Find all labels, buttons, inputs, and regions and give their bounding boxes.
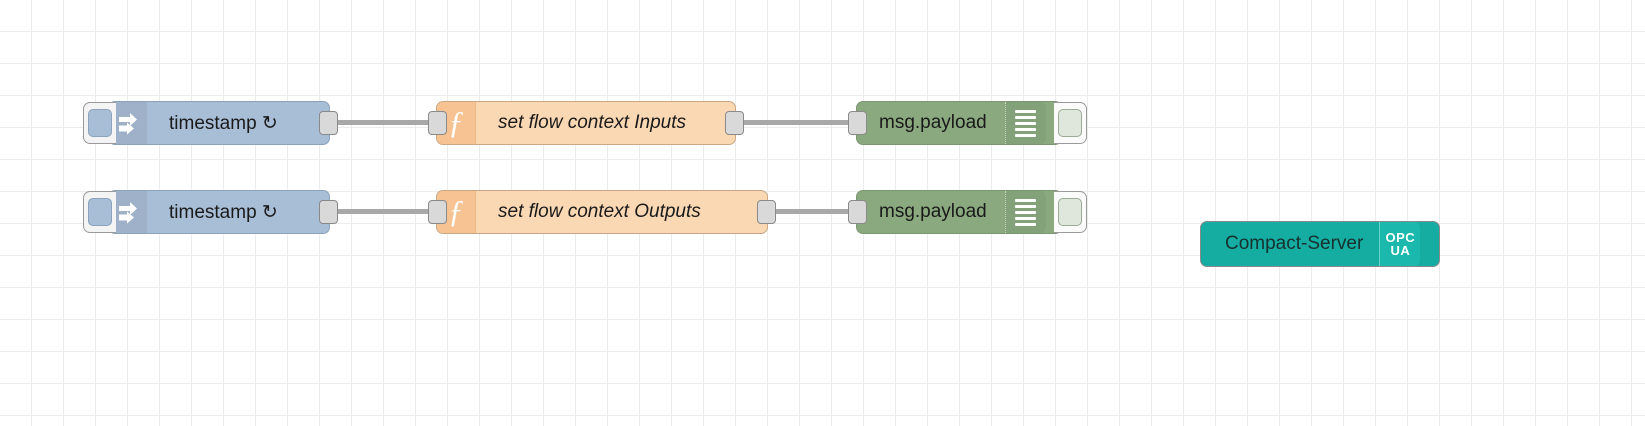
inject-output-port[interactable]	[319, 200, 338, 224]
function-output-port[interactable]	[757, 200, 776, 224]
wire-inject-to-function-inputs[interactable]	[325, 120, 441, 125]
debug-toggle-indicator	[1058, 198, 1082, 226]
debug-enable-toggle-button[interactable]	[1054, 191, 1087, 233]
debug-enable-toggle-button[interactable]	[1054, 102, 1087, 144]
debug-lines-icon	[1004, 191, 1046, 233]
node-function-set-flow-context-outputs[interactable]: ƒ set flow context Outputs	[428, 190, 776, 234]
function-node-label: set flow context Inputs	[498, 112, 686, 133]
node-function-set-flow-context-inputs[interactable]: ƒ set flow context Inputs	[428, 101, 744, 145]
node-inject-timestamp-inputs[interactable]: timestamp ↻	[83, 101, 338, 145]
wire-function-to-debug-inputs[interactable]	[728, 120, 860, 125]
inject-output-port[interactable]	[319, 111, 338, 135]
inject-trigger-button[interactable]	[83, 102, 116, 144]
function-input-port[interactable]	[428, 200, 447, 224]
node-opcua-compact-server[interactable]: Compact-Server OPC UA	[1200, 221, 1440, 267]
opc-ua-icon-line1: OPC	[1385, 229, 1416, 245]
inject-node-label: timestamp ↻	[169, 201, 278, 223]
debug-input-port[interactable]	[848, 111, 867, 135]
inject-trigger-icon	[88, 109, 112, 137]
inject-node-label: timestamp ↻	[169, 112, 278, 134]
wire-inject-to-function-outputs[interactable]	[325, 209, 441, 214]
debug-input-port[interactable]	[848, 200, 867, 224]
node-debug-msg-payload-outputs[interactable]: msg.payload	[848, 190, 1087, 234]
function-node-label: set flow context Outputs	[498, 201, 701, 222]
function-output-port[interactable]	[725, 111, 744, 135]
inject-trigger-icon	[88, 198, 112, 226]
debug-lines-icon	[1004, 102, 1046, 144]
inject-trigger-button[interactable]	[83, 191, 116, 233]
node-debug-msg-payload-inputs[interactable]: msg.payload	[848, 101, 1087, 145]
debug-node-label: msg.payload	[879, 112, 987, 133]
node-inject-timestamp-outputs[interactable]: timestamp ↻	[83, 190, 338, 234]
function-input-port[interactable]	[428, 111, 447, 135]
debug-toggle-indicator	[1058, 109, 1082, 137]
wire-function-to-debug-outputs[interactable]	[760, 209, 860, 214]
opc-ua-icon: OPC UA	[1379, 222, 1421, 266]
opc-ua-icon-line2: UA	[1390, 243, 1411, 258]
debug-node-label: msg.payload	[879, 201, 987, 222]
opcua-node-label: Compact-Server	[1225, 233, 1364, 254]
function-f-icon: ƒ	[437, 191, 476, 233]
